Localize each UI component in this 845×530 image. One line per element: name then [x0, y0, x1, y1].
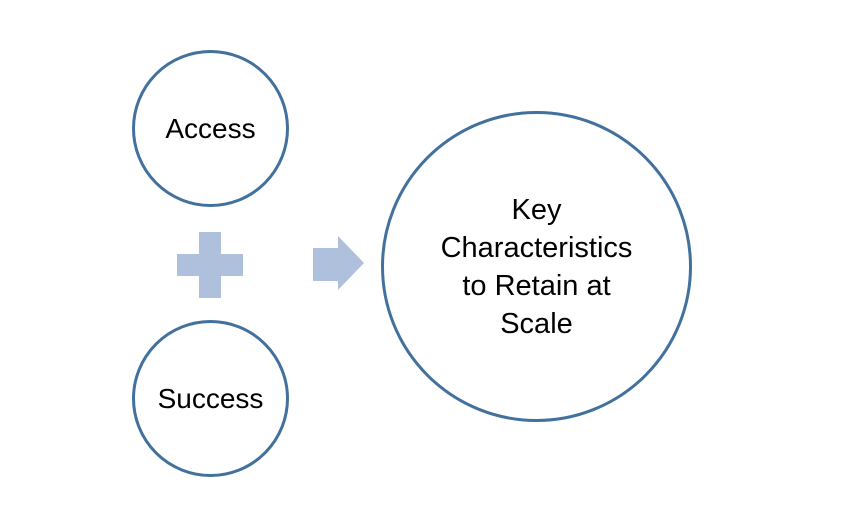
access-circle: Access	[132, 50, 289, 207]
access-circle-label: Access	[165, 112, 256, 144]
arrow-right-icon	[313, 236, 364, 290]
arrow-right-icon-glyph	[313, 236, 364, 290]
result-label-line-4: Scale	[500, 307, 573, 340]
success-circle: Success	[132, 320, 289, 477]
plus-icon	[177, 232, 243, 298]
plus-icon-glyph	[177, 232, 243, 298]
result-circle-label: Key Characteristics to Retain at Scale	[441, 191, 633, 343]
result-label-line-3: to Retain at	[462, 269, 611, 302]
result-label-line-2: Characteristics	[440, 231, 633, 264]
result-circle: Key Characteristics to Retain at Scale	[381, 111, 692, 422]
result-label-line-1: Key	[511, 193, 562, 226]
success-circle-label: Success	[157, 382, 264, 414]
